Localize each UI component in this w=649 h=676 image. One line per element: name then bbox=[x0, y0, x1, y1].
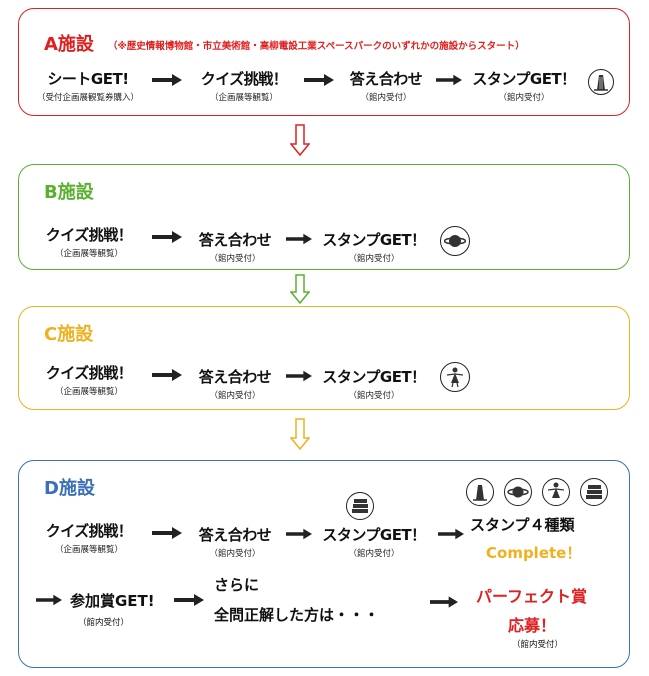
arrow-right-icon bbox=[152, 369, 182, 381]
participation-sub-text: （館内受付） bbox=[78, 618, 130, 628]
b-step-answer: 答え合わせ （館内受付） bbox=[198, 231, 272, 264]
section-d-box bbox=[18, 460, 630, 668]
arrow-right-icon bbox=[152, 74, 182, 86]
arrow-down-icon bbox=[290, 274, 310, 304]
arrow-right-icon bbox=[438, 528, 464, 540]
d-step-answer: 答え合わせ （館内受付） bbox=[198, 526, 272, 559]
figure-stamp-icon bbox=[440, 362, 470, 392]
complete-text: Complete！ bbox=[486, 544, 582, 562]
section-a-title: A施設 bbox=[44, 34, 94, 55]
tower-stamp-icon bbox=[466, 478, 494, 506]
section-a-box bbox=[18, 8, 630, 116]
participation-prize-text: 参加賞GET! bbox=[70, 592, 155, 610]
d-step-stamp: スタンプGET！ （館内受付） bbox=[322, 526, 426, 559]
section-d-title: D施設 bbox=[44, 478, 95, 499]
figure-stamp-icon bbox=[542, 478, 570, 506]
arrow-right-icon bbox=[286, 528, 312, 540]
section-c-title: C施設 bbox=[44, 324, 94, 345]
b-step-stamp: スタンプGET！ （館内受付） bbox=[322, 231, 426, 264]
books-stamp-icon bbox=[580, 478, 608, 506]
arrow-right-icon bbox=[286, 370, 312, 382]
planet-stamp-icon bbox=[440, 226, 470, 256]
planet-stamp-icon bbox=[504, 478, 532, 506]
c-step-quiz: クイズ挑戦！ （企画展等観覧） bbox=[45, 364, 133, 397]
d-step-quiz: クイズ挑戦！ （企画展等観覧） bbox=[45, 522, 133, 555]
arrow-right-icon bbox=[430, 596, 458, 608]
perfect-prize-text: パーフェクト賞 bbox=[476, 587, 588, 606]
arrow-down-icon bbox=[290, 418, 310, 450]
books-stamp-icon bbox=[346, 492, 374, 520]
four-stamps-text: スタンプ４種類 bbox=[470, 516, 575, 534]
b-step-quiz: クイズ挑戦！ （企画展等観覧） bbox=[45, 226, 133, 259]
c-step-stamp: スタンプGET！ （館内受付） bbox=[322, 368, 426, 401]
arrow-right-icon bbox=[174, 594, 204, 606]
arrow-right-icon bbox=[152, 527, 182, 539]
a-step-stamp: スタンプGET！ （館内受付） bbox=[472, 70, 576, 103]
arrow-right-icon bbox=[286, 233, 312, 245]
section-b-title: B施設 bbox=[44, 182, 94, 203]
section-b-box bbox=[18, 164, 630, 270]
a-step-answer: 答え合わせ （館内受付） bbox=[349, 70, 423, 103]
arrow-right-icon bbox=[304, 74, 334, 86]
a-step-quiz: クイズ挑戦！ （企画展等観覧） bbox=[200, 70, 288, 103]
arrow-right-icon bbox=[152, 231, 182, 243]
c-step-answer: 答え合わせ （館内受付） bbox=[198, 368, 272, 401]
arrow-down-icon bbox=[290, 124, 310, 156]
tower-stamp-icon bbox=[588, 69, 614, 95]
a-step-sheet: シートGET! （受付企画展観覧券購入） bbox=[36, 70, 139, 103]
further-text-1: さらに bbox=[214, 576, 260, 594]
section-a-note: （※歴史情報博物館・市立美術館・高柳電設工業スペースパークのいずれかの施設からス… bbox=[108, 41, 525, 52]
apply-text: 応募！ bbox=[508, 616, 557, 635]
perfect-sub-text: （館内受付） bbox=[512, 640, 564, 650]
arrow-right-icon bbox=[36, 594, 62, 606]
section-c-box bbox=[18, 306, 630, 410]
further-text-2: 全問正解した方は・・・ bbox=[214, 606, 380, 624]
arrow-right-icon bbox=[436, 74, 462, 86]
